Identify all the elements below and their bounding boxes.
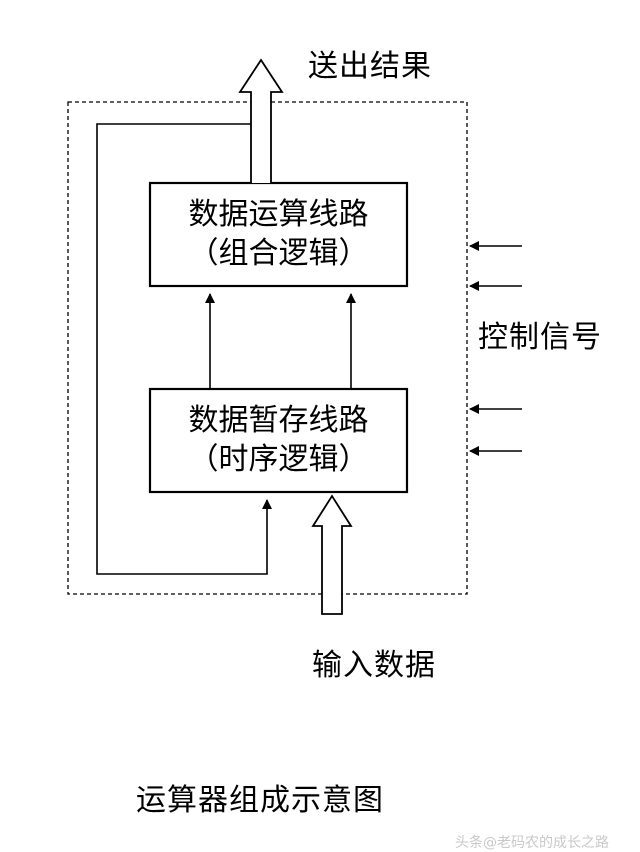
diagram-caption: 运算器组成示意图 [136,783,384,818]
watermark: 头条@老码农的成长之路 [455,835,609,851]
lower-box-line2: （时序逻辑） [188,442,369,477]
lower-box-text: 数据暂存线路 （时序逻辑） [150,401,407,479]
control-signal-label: 控制信号 [478,320,602,355]
data-computation-box [148,181,409,288]
lower-box-line1: 数据暂存线路 [188,403,369,438]
input-label: 输入数据 [312,648,436,683]
input-hollow-arrow [311,494,353,615]
output-hollow-arrow [238,58,284,183]
feedback-loop-line [96,123,272,575]
upper-box-line2: （组合逻辑） [188,236,369,271]
upper-box-text: 数据运算线路 （组合逻辑） [150,195,407,273]
data-storage-box [148,387,409,494]
output-label: 送出结果 [308,49,432,84]
upper-box-line1: 数据运算线路 [188,197,369,232]
